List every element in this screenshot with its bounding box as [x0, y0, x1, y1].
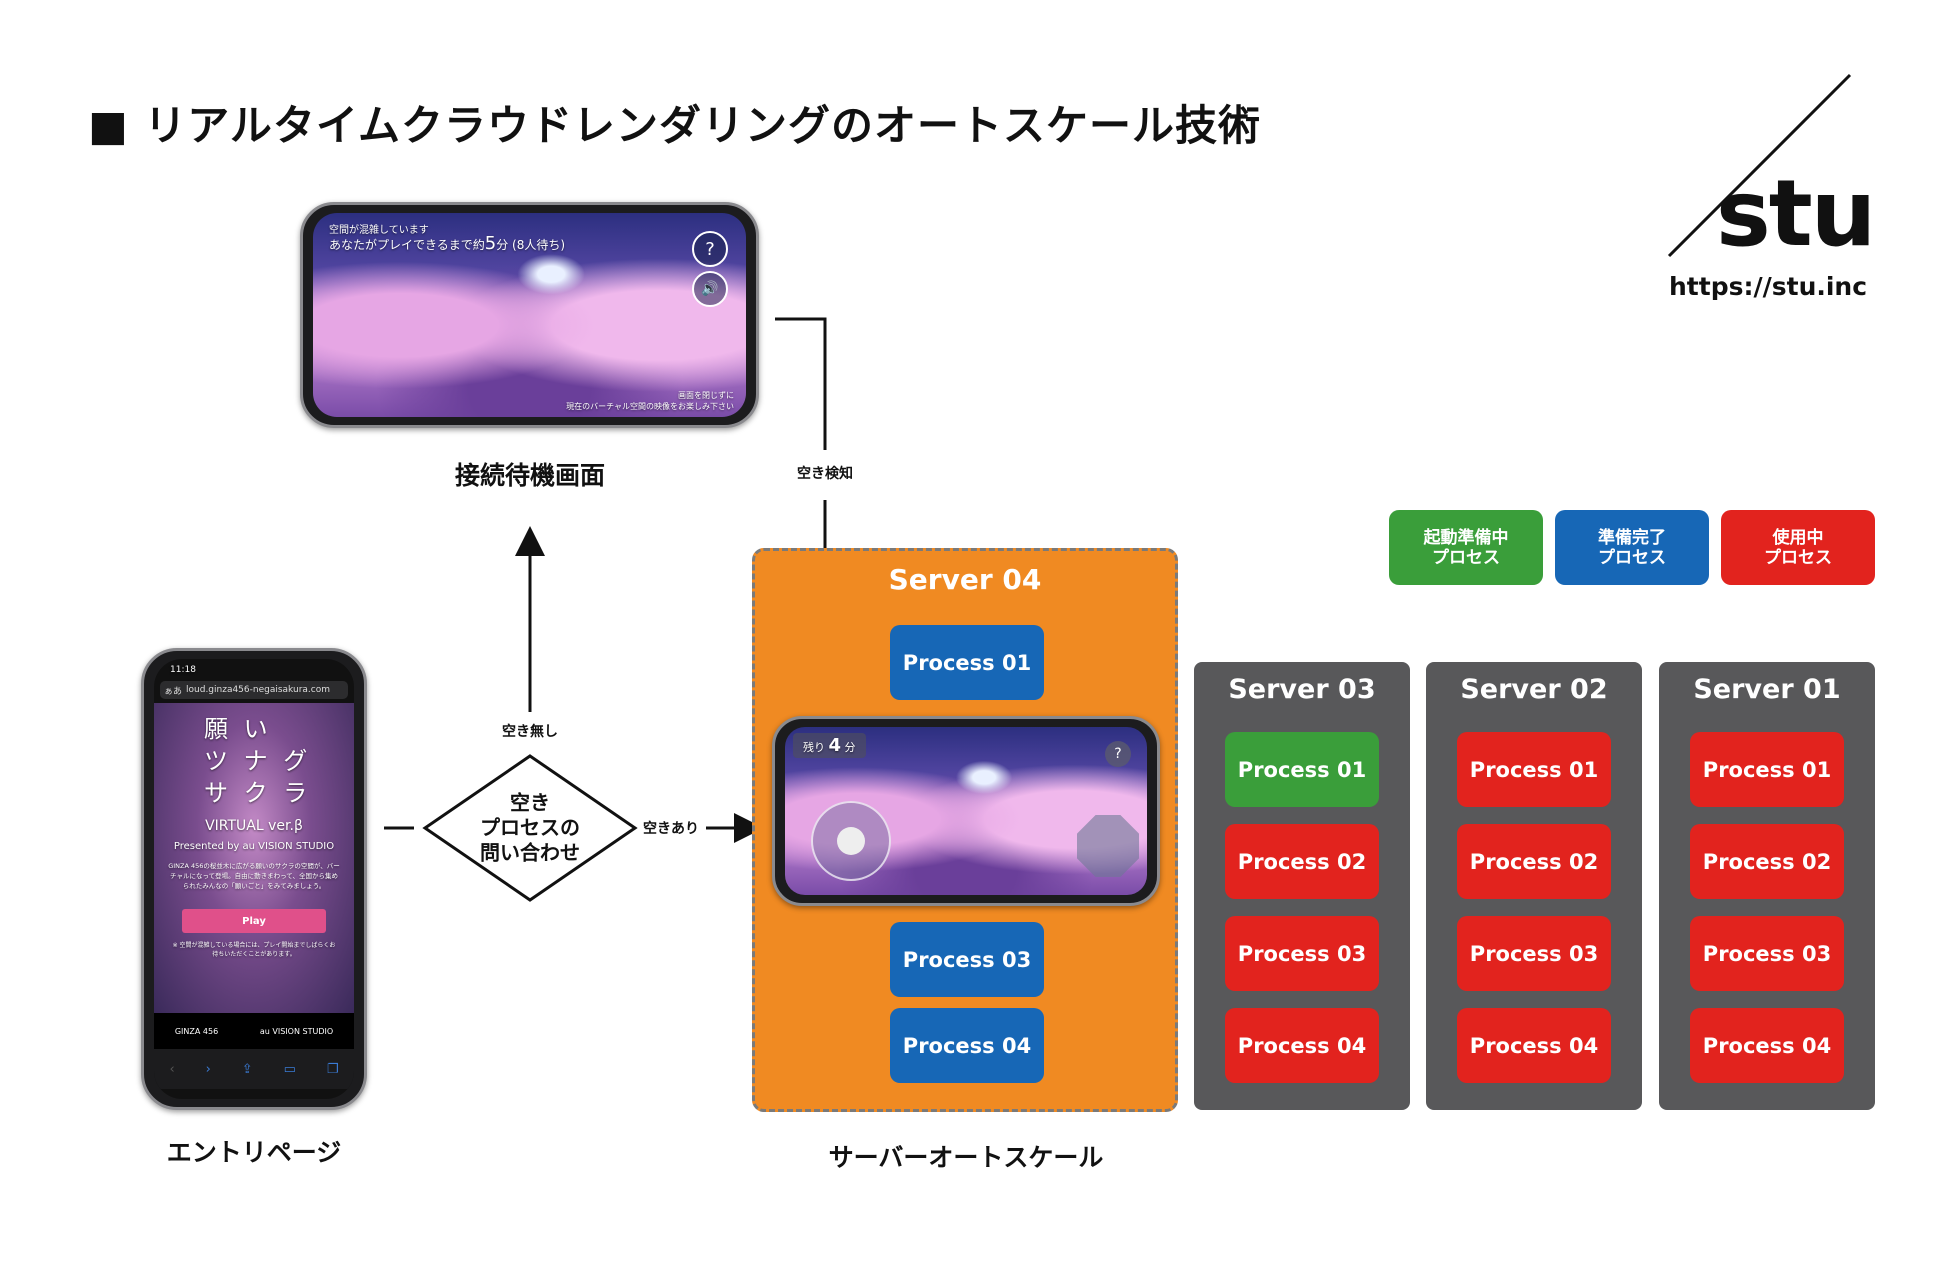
decision-text: 空きプロセスの問い合わせ — [480, 790, 580, 865]
vacancy-detected-line — [775, 317, 827, 450]
game-phone: 残り 4 分 ? — [772, 716, 1160, 906]
url-bar[interactable]: ぁあ loud.ginza456-negaisakura.com — [160, 681, 348, 699]
legend-starting: 起動準備中プロセス — [1389, 510, 1543, 585]
waiting-screen-caption: 接続待機画面 — [454, 461, 606, 490]
footer-line1: 画面を閉じずに — [678, 391, 734, 400]
server-04-process-03[interactable]: Process 03 — [890, 922, 1044, 997]
app-logo-text: 願 いツ ナ グサ ク ラ — [204, 715, 312, 807]
browser-toolbar: ‹ › ⇪ ▭ ❐ — [154, 1049, 354, 1089]
wait-suffix: 分 (8人待ち) — [496, 238, 566, 252]
page-title: ■ リアルタイムクラウドレンダリングのオートスケール技術 — [88, 101, 1262, 150]
server-title: Server 02 — [1460, 674, 1608, 705]
note: ※ 空間が混雑している場合には、プレイ開始までしばらくお待ちいただくことがありま… — [172, 942, 336, 958]
entry-page-screen: 11:18 ぁあ loud.ginza456-negaisakura.com 願… — [154, 659, 354, 1099]
entry-page-phone: 11:18 ぁあ loud.ginza456-negaisakura.com 願… — [141, 648, 367, 1110]
help-icon[interactable]: ? — [1105, 741, 1131, 767]
process-box[interactable]: Process 02 — [1457, 824, 1611, 899]
game-scene: 残り 4 分 ? — [785, 727, 1147, 895]
logo: stu — [1716, 160, 1876, 267]
wait-minutes: 5 — [484, 233, 497, 254]
ginza-logo: GINZA 456 — [174, 1026, 219, 1036]
decision-diamond — [422, 754, 638, 902]
server-title: Server 03 — [1228, 674, 1376, 705]
remaining-time: 残り 4 分 — [793, 733, 866, 758]
process-box[interactable]: Process 03 — [1457, 916, 1611, 991]
waiting-screen-scene: 空間が混雑しています あなたがプレイできるまで約5分 (8人待ち) ? 🔊 画面… — [313, 213, 746, 417]
process-box[interactable]: Process 02 — [1690, 824, 1844, 899]
back-icon[interactable]: ‹ — [169, 1061, 175, 1077]
process-box[interactable]: Process 04 — [1225, 1008, 1379, 1083]
vacancy-label: 空きあり — [640, 816, 702, 840]
process-box[interactable]: Process 01 — [1225, 732, 1379, 807]
play-button[interactable]: Play — [182, 909, 326, 933]
url-text: loud.ginza456-negaisakura.com — [186, 685, 330, 695]
logo-url[interactable]: https://stu.inc — [1669, 272, 1868, 301]
server-title: Server 01 — [1693, 674, 1841, 705]
legend-in-use: 使用中プロセス — [1721, 510, 1875, 585]
joystick[interactable] — [811, 801, 891, 881]
wait-message: あなたがプレイできるまで約5分 (8人待ち) — [329, 233, 565, 254]
forward-icon[interactable]: › — [205, 1061, 211, 1077]
process-box[interactable]: Process 01 — [1690, 732, 1844, 807]
joystick-knob[interactable] — [837, 827, 865, 855]
server-04-process-04[interactable]: Process 04 — [890, 1008, 1044, 1083]
server-04-process-01[interactable]: Process 01 — [890, 625, 1044, 700]
server-autoscale-caption: サーバーオートスケール — [828, 1143, 1104, 1172]
server-03: Server 03 Process 01 Process 02 Process 03 P… — [1194, 662, 1410, 1110]
entry-page-caption: エントリページ — [166, 1138, 342, 1167]
footer-line2: 現在のバーチャル空間の映像をお楽しみ下さい — [566, 402, 734, 411]
process-box[interactable]: Process 04 — [1690, 1008, 1844, 1083]
tabs-icon[interactable]: ❐ — [326, 1061, 339, 1077]
au-vision-studio-logo: au VISION STUDIO — [259, 1026, 334, 1036]
process-box[interactable]: Process 03 — [1225, 916, 1379, 991]
share-icon[interactable]: ⇪ — [241, 1061, 253, 1077]
vacancy-detected-label: 空き検知 — [794, 461, 856, 485]
entry-footer: GINZA 456 au VISION STUDIO — [154, 1013, 354, 1049]
status-line: 空間が混雑しています — [329, 225, 429, 236]
url-prefix: ぁあ — [164, 686, 183, 697]
no-vacancy-label: 空き無し — [499, 719, 561, 743]
minimap[interactable] — [1077, 815, 1139, 877]
legend-ready: 準備完了プロセス — [1555, 510, 1709, 585]
bookmarks-icon[interactable]: ▭ — [283, 1061, 296, 1077]
server-02: Server 02 Process 01 Process 02 Process 03 P… — [1426, 662, 1642, 1110]
process-box[interactable]: Process 01 — [1457, 732, 1611, 807]
entry-hero: 願 いツ ナ グサ ク ラ VIRTUAL ver.β Presented by… — [154, 703, 354, 1013]
server-01: Server 01 Process 01 Process 02 Process 03 P… — [1659, 662, 1875, 1110]
process-box[interactable]: Process 03 — [1690, 916, 1844, 991]
wait-prefix: あなたがプレイできるまで約 — [329, 238, 485, 252]
sound-icon[interactable]: 🔊 — [692, 271, 728, 307]
help-icon[interactable]: ? — [692, 231, 728, 267]
logo-slash — [1667, 73, 1852, 258]
process-box[interactable]: Process 02 — [1225, 824, 1379, 899]
waiting-screen-phone: 空間が混雑しています あなたがプレイできるまで約5分 (8人待ち) ? 🔊 画面… — [300, 202, 759, 428]
server-04-title: Server 04 — [888, 563, 1042, 596]
description: GINZA 456の桜並木に広がる願いのサクラの空間が、バーチャルになって登場。… — [168, 862, 340, 890]
version-text: VIRTUAL ver.β — [205, 818, 303, 834]
status-time: 11:18 — [170, 665, 196, 675]
process-box[interactable]: Process 04 — [1457, 1008, 1611, 1083]
presented-by: Presented by au VISION STUDIO — [173, 841, 335, 852]
